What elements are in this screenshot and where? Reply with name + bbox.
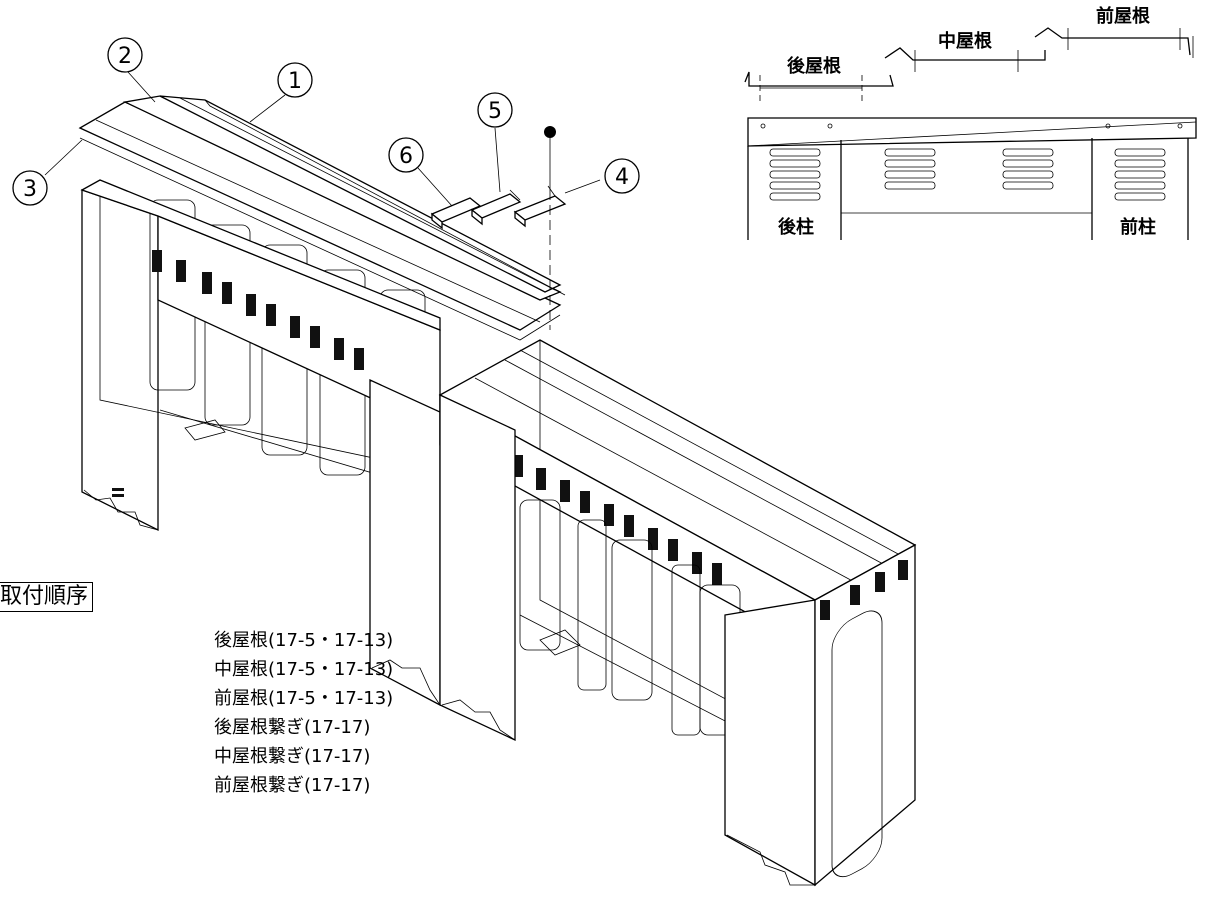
callout-1: 1	[249, 62, 313, 123]
order-item: 中屋根(17-5・17-13)	[214, 659, 394, 680]
roof-joint-brackets	[430, 126, 567, 330]
mid-roof-label: 中屋根	[938, 30, 992, 52]
callout-1-number: 1	[288, 69, 302, 94]
louver-groups	[769, 148, 1166, 201]
roof-panels	[78, 95, 566, 341]
installation-order-list: 後屋根(17-5・17-13) 中屋根(17-5・17-13) 前屋根(17-5…	[0, 626, 393, 800]
rear-pillar-label: 後柱	[778, 216, 814, 238]
callout-6: 6	[388, 137, 453, 207]
callout-3-number: 3	[23, 177, 37, 202]
order-item: 前屋根繋ぎ(17-17)	[214, 775, 371, 796]
callout-2-number: 2	[118, 44, 132, 69]
callout-5: 5	[477, 92, 513, 193]
callout-4-number: 4	[615, 165, 629, 190]
far-booth-unit	[80, 179, 441, 707]
front-pillar-label: 前柱	[1120, 216, 1156, 238]
order-item: 中屋根繋ぎ(17-17)	[214, 746, 371, 767]
near-booth-unit	[438, 339, 917, 887]
side-view-inset: 後屋根 中屋根 前屋根	[744, 5, 1197, 240]
installation-order-title: 取付順序	[0, 582, 94, 612]
order-item: 後屋根繋ぎ(17-17)	[214, 717, 371, 738]
callout-6-number: 6	[399, 144, 413, 169]
order-item: 後屋根(17-5・17-13)	[214, 630, 394, 651]
callout-4: 4	[564, 158, 640, 194]
front-roof-label: 前屋根	[1096, 5, 1150, 27]
rear-roof-label: 後屋根	[787, 55, 841, 77]
order-item: 前屋根(17-5・17-13)	[214, 688, 394, 709]
callout-5-number: 5	[488, 99, 502, 124]
callout-3: 3	[12, 139, 83, 206]
installation-order: 取付順序 後屋根(17-5・17-13) 中屋根(17-5・17-13) 前屋根…	[0, 582, 393, 800]
callout-2: 2	[107, 37, 156, 103]
